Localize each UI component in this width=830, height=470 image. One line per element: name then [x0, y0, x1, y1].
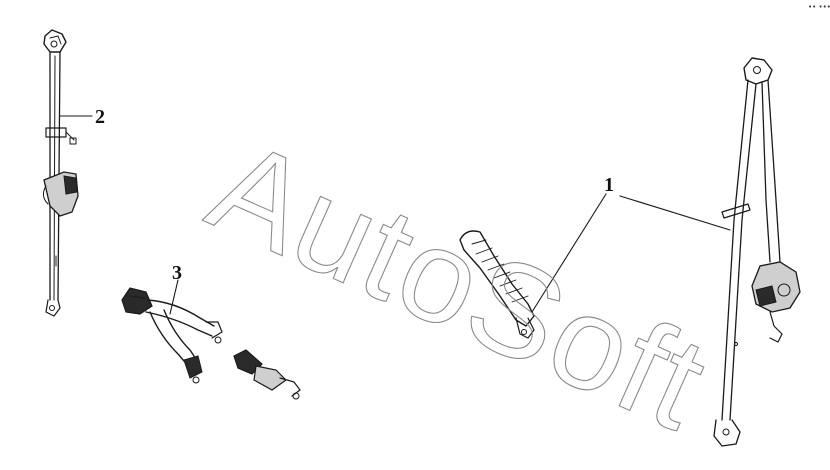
callout-1-leader-left — [531, 193, 607, 313]
watermark-group: AutoSoft — [190, 111, 728, 459]
part-2-vertical-seat-belt — [42, 29, 79, 317]
callout-number-3: 3 — [172, 262, 182, 284]
part-1-center-buckle-stalk — [459, 230, 535, 339]
callout-3-leader — [169, 279, 179, 315]
callout-number-1: 1 — [604, 174, 614, 196]
corner-mark: •• ••• — [808, 3, 830, 11]
part-1-three-point-seat-belt — [713, 57, 801, 447]
part-3-lap-belt-buckles — [121, 287, 301, 400]
callout-1-leader-right — [619, 195, 731, 231]
callout-number-2: 2 — [95, 106, 105, 128]
watermark-text: AutoSoft — [191, 111, 728, 458]
